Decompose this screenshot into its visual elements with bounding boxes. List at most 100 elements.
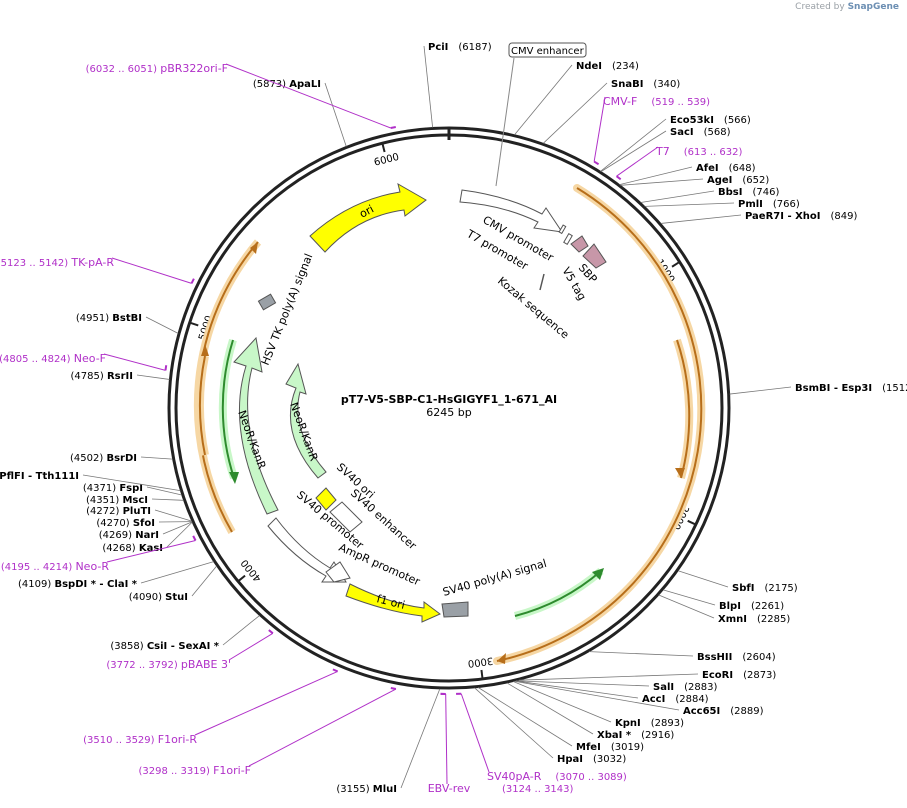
feature-hsv-tk-polya (257, 293, 277, 311)
site-name: BbsI (718, 187, 742, 198)
site-leader (151, 498, 184, 501)
site-name: AgeI (707, 175, 732, 186)
primer-label: (3298 .. 3319) F1ori-F (138, 764, 251, 777)
feature-sv40-polya (441, 601, 469, 618)
primer-label: CMV-F(519 .. 539) (603, 95, 710, 108)
tick-mark (687, 519, 696, 526)
site-extra: - ClaI * (96, 579, 138, 590)
orf-arc-main-line (496, 187, 703, 662)
primer-leader (225, 63, 391, 129)
primer-leader (445, 693, 448, 785)
green-orf-bottom (513, 567, 604, 620)
site-leader (166, 521, 193, 548)
site-pos: (6187) (458, 42, 491, 53)
site-leader (600, 130, 667, 172)
site-pos: (648) (729, 163, 756, 174)
primer-bind-mark (190, 278, 195, 284)
tick-mark (671, 261, 680, 268)
site-label: (4272) PluTI (86, 506, 151, 517)
site-leader (222, 615, 260, 646)
site-label: (4268) KasI (102, 543, 163, 554)
site-name: KpnI (615, 718, 641, 729)
site-pos: (234) (612, 61, 639, 72)
site-name: PciI (428, 42, 448, 53)
site-name: NarI (135, 530, 159, 541)
primer-range: (3772 .. 3792) (106, 660, 181, 671)
site-leader (589, 651, 694, 657)
site-label: AfeI(648) (696, 163, 756, 174)
site-pos: (2916) (641, 730, 674, 741)
plasmid-length: 6245 bp (426, 406, 471, 419)
tick-mark (190, 321, 199, 327)
site-leader (145, 316, 179, 334)
site-leader (516, 680, 650, 687)
feature-neor-inner (285, 362, 327, 479)
site-pos: (4272) (86, 506, 122, 517)
site-label: (4351) MscI (86, 495, 148, 506)
green-orf-left-line (221, 339, 235, 479)
site-label: MfeI(3019) (576, 742, 644, 753)
site-label: (4785) RsrII (71, 371, 133, 382)
site-label: SacI(568) (670, 127, 731, 138)
site-label: XbaI *(2916) (597, 730, 674, 741)
tick-label: 3000 (467, 655, 494, 669)
site-pos: (652) (742, 175, 769, 186)
site-name: PflFI (0, 471, 25, 482)
site-leader (640, 190, 715, 203)
primer-label: (3772 .. 3792) pBABE 3' (106, 658, 231, 671)
snapgene-watermark: Created by SnapGene (795, 2, 899, 12)
cmv-enhancer-leader (495, 57, 515, 187)
site-name: PluTI (123, 506, 151, 517)
site-extra: - XhoI (784, 211, 821, 222)
site-pos: (340) (653, 79, 680, 90)
site-label: (3155) MluI (336, 784, 397, 795)
site-leader (140, 561, 214, 584)
feature-kozak-marker (558, 224, 567, 235)
primer-label: T7(613 .. 632) (655, 145, 743, 158)
site-label: (4109) BspDI * - ClaI * (18, 579, 138, 590)
orf-arc-left2-line (198, 355, 206, 456)
feature-cmv-enhancer-box (508, 42, 587, 58)
feature-sv40-ori (315, 487, 337, 511)
site-name: KasI (139, 543, 163, 554)
kozak-tick (539, 273, 545, 291)
orf-left-arrow (250, 242, 258, 254)
primer-leader (248, 688, 397, 767)
primer-bind-mark (164, 365, 168, 371)
site-label: NdeI(234) (576, 61, 639, 72)
primer-name: F1ori-R (158, 733, 198, 746)
site-label: (5873) ApaLI (253, 79, 321, 90)
feature-ampr-promoter (325, 561, 351, 583)
primer-leader (593, 96, 606, 162)
site-name: CsiI (147, 641, 167, 652)
feature-ori-label: ori (357, 202, 376, 220)
site-leader (506, 682, 594, 735)
primer-leader (460, 693, 490, 773)
site-leader (474, 687, 554, 759)
site-pos: (3155) (336, 784, 372, 795)
site-leader (423, 45, 434, 128)
primer-range: (5123 .. 5142) (0, 258, 71, 269)
site-label: AccI(2884) (642, 694, 709, 705)
site-pos: (4090) (129, 592, 165, 603)
primer-range: (3070 .. 3089) (555, 772, 627, 783)
site-label: Acc65I(2889) (683, 706, 764, 717)
primer-name: pBABE 3' (181, 658, 231, 671)
site-leader (136, 374, 170, 380)
site-name: MfeI (576, 742, 601, 753)
site-name: Acc65I (683, 706, 720, 717)
feature-neor-outer (233, 336, 279, 515)
site-leader (677, 570, 729, 588)
primer-bind-mark (593, 160, 600, 166)
primer-range: (3510 .. 3529) (83, 735, 158, 746)
primer-range: (6032 .. 6051) (86, 64, 161, 75)
site-label: (4951) BstBI (76, 313, 142, 324)
primer-range: (519 .. 539) (651, 97, 710, 108)
plasmid-name: pT7-V5-SBP-C1-HsGIGYF1_1-671_AI (341, 393, 557, 406)
site-name: RsrII (107, 371, 133, 382)
site-pos: (5873) (253, 79, 289, 90)
site-leader (600, 118, 667, 172)
site-pos: (568) (704, 127, 731, 138)
primer-leader (111, 257, 192, 284)
site-name: SfoI (133, 518, 155, 529)
